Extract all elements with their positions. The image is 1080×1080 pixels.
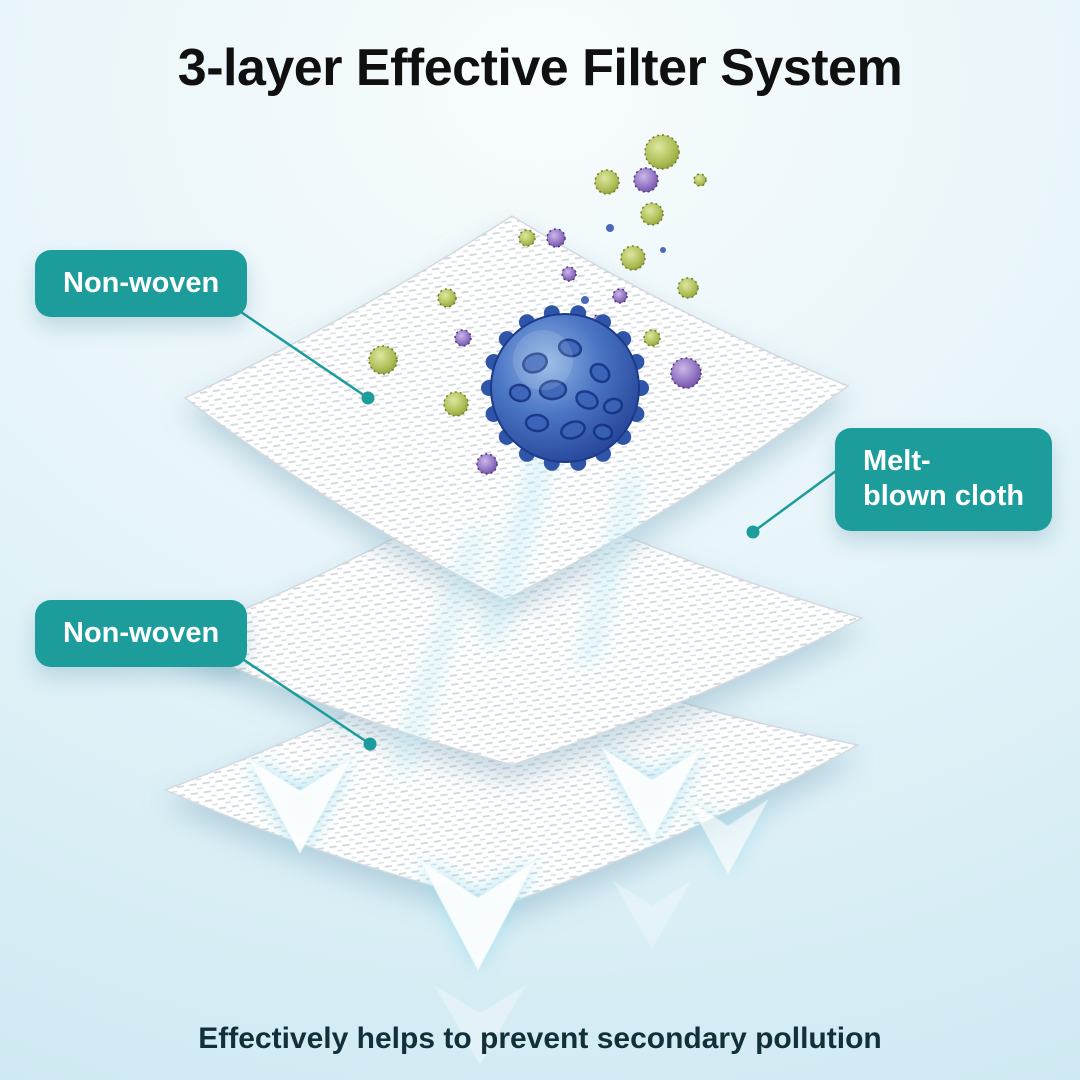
callout-nonwoven-top: Non-woven [35, 250, 248, 318]
dust-particle-icons [454, 167, 702, 475]
light-beams [392, 423, 642, 775]
callout-nonwoven-bottom: Non-woven [35, 600, 248, 668]
airflow-down-arrow-icon [247, 757, 353, 855]
pollen-particle-icons [368, 134, 707, 417]
airflow-down-arrow-icon [433, 984, 527, 1067]
airflow-down-arrow-icons [247, 747, 769, 1067]
caption: Effectively helps to prevent secondary p… [198, 1022, 882, 1055]
callout-nonwoven-top-label: Non-woven [63, 267, 220, 299]
airflow-down-arrow-icon [611, 879, 693, 952]
virus-icon [481, 305, 649, 471]
callout-meltblown-line2: blown cloth [863, 480, 1025, 513]
micro-particle-icons [581, 224, 666, 304]
page-title: 3-layer Effective Filter System [177, 39, 903, 97]
airflow-down-arrow-icon [601, 747, 703, 842]
callout-meltblown: Melt- blown cloth [835, 428, 1053, 531]
airflow-down-arrow-icon [687, 799, 769, 876]
callout-meltblown-line1: Melt- [863, 445, 931, 477]
airflow-down-arrow-icon [418, 858, 538, 972]
callout-connectors [237, 308, 841, 751]
callout-nonwoven-bottom-label: Non-woven [63, 617, 220, 649]
